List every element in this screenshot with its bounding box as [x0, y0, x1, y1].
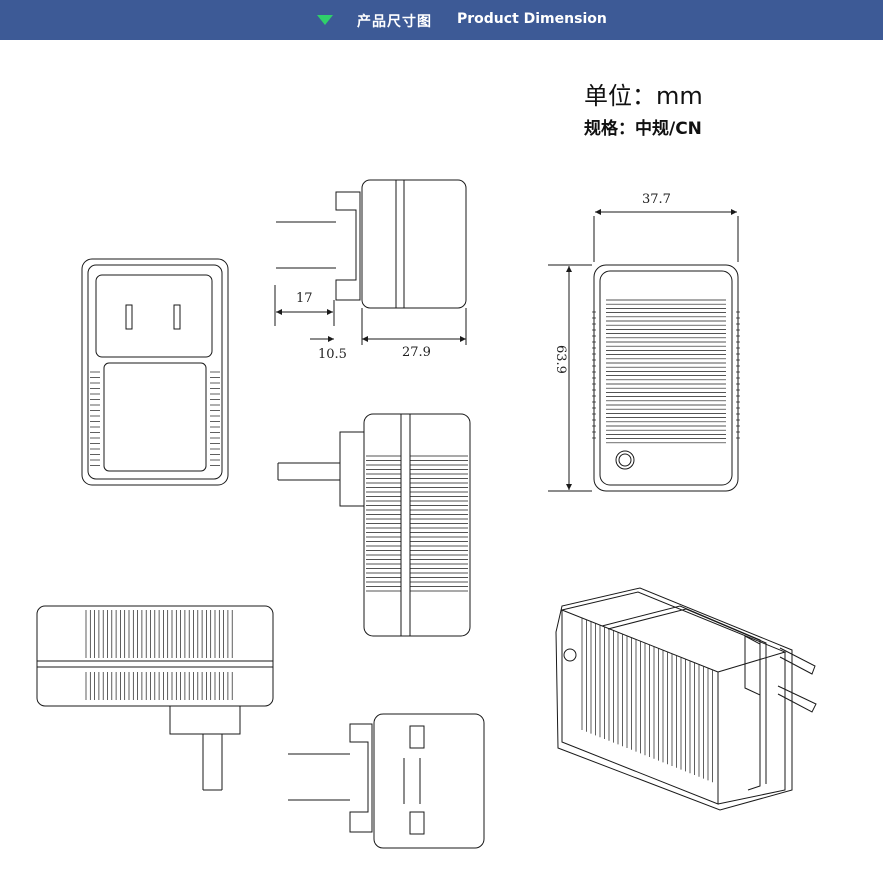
- unit-label: 单位：mm: [584, 82, 703, 110]
- dim-prong-length: 17: [296, 291, 313, 306]
- bottom-ribs-top: [85, 610, 233, 658]
- back-ticks-left: [592, 311, 596, 439]
- back-view: 37.7 63.9: [548, 192, 740, 492]
- side-view-ribbed: [277, 413, 471, 637]
- isometric-view: [555, 587, 817, 811]
- bottom-ribs-bottom: [85, 672, 233, 700]
- bottom-view: [36, 605, 274, 791]
- triangle-down-icon: [317, 15, 333, 25]
- front-view: [81, 258, 229, 486]
- front-ribs-right: [210, 371, 220, 466]
- mid-ribs: [366, 455, 468, 592]
- header-title-cn: 产品尺寸图: [357, 14, 432, 30]
- back-ribs: [606, 299, 726, 444]
- spec-label: 规格：中规/CN: [584, 119, 702, 139]
- side-view-bottom: [288, 713, 485, 849]
- dim-body-depth: 27.9: [402, 345, 431, 360]
- front-ribs-left: [90, 371, 100, 466]
- dim-base-depth: 10.5: [318, 347, 347, 362]
- header-bar: 产品尺寸图 Product Dimension: [0, 0, 883, 40]
- side-view-top: 17 10.5 27.9: [274, 179, 467, 362]
- header-title-en: Product Dimension: [457, 11, 607, 27]
- dim-width: 37.7: [642, 192, 671, 207]
- back-ticks-right: [736, 311, 740, 439]
- dim-height: 63.9: [553, 345, 568, 374]
- iso-ribs: [581, 618, 713, 783]
